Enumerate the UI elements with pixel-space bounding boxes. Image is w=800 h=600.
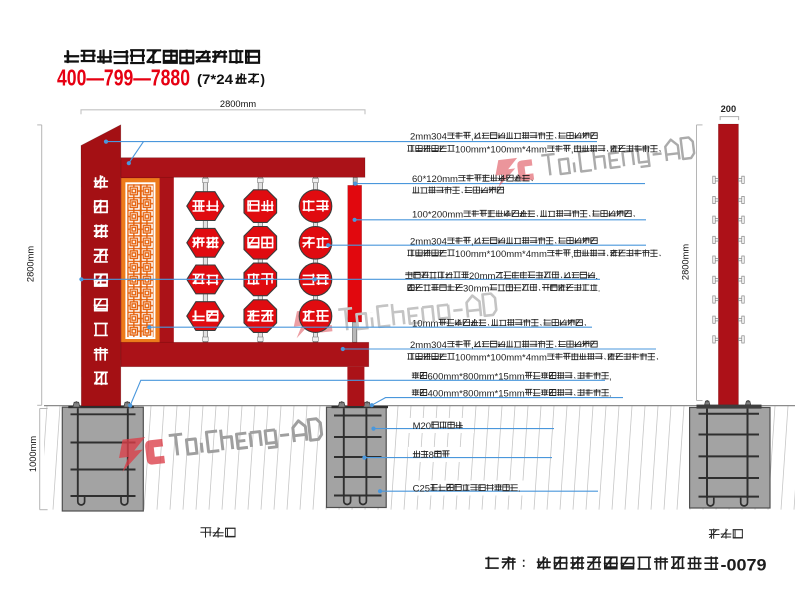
- svg-text:.: .: [598, 283, 601, 294]
- svg-text:100mm*100mm*4mm: 100mm*100mm*4mm: [455, 352, 547, 363]
- svg-text:,: ,: [571, 144, 574, 155]
- svg-text:10mm: 10mm: [412, 318, 438, 329]
- svg-text:C25: C25: [413, 483, 430, 494]
- svg-text:(7*24: (7*24: [197, 72, 234, 87]
- svg-text:-0079: -0079: [721, 556, 767, 575]
- svg-text:.: .: [595, 271, 598, 282]
- svg-text:.: .: [609, 388, 612, 399]
- svg-text:,: ,: [609, 371, 612, 382]
- svg-text:): ): [261, 72, 266, 87]
- svg-text:600mm*800mm*15mm: 600mm*800mm*15mm: [428, 371, 525, 382]
- svg-text:400mm*800mm*15mm: 400mm*800mm*15mm: [428, 388, 525, 399]
- svg-text:2800mm: 2800mm: [26, 246, 36, 282]
- svg-text:400—799—7880: 400—799—7880: [57, 65, 190, 91]
- svg-text:M20: M20: [413, 421, 431, 432]
- svg-text:,: ,: [471, 340, 474, 351]
- svg-text:,: ,: [571, 249, 574, 260]
- svg-text:60*120mm: 60*120mm: [412, 174, 458, 185]
- svg-text:2mm304: 2mm304: [410, 340, 447, 351]
- svg-text:2mm304: 2mm304: [410, 236, 447, 247]
- svg-text:1000mm: 1000mm: [28, 436, 38, 472]
- svg-text:8: 8: [429, 450, 434, 461]
- svg-text:2800mm: 2800mm: [681, 244, 691, 280]
- svg-text:20mm: 20mm: [469, 271, 495, 282]
- svg-text:2mm304: 2mm304: [410, 131, 447, 142]
- svg-text:100mm*100mm*4mm: 100mm*100mm*4mm: [455, 144, 547, 155]
- svg-text:2800mm: 2800mm: [220, 99, 256, 109]
- svg-text:30mm: 30mm: [463, 283, 489, 294]
- svg-text:200: 200: [721, 104, 737, 114]
- svg-text:.: .: [518, 483, 521, 494]
- svg-text:,: ,: [471, 131, 474, 142]
- svg-text:,: ,: [471, 236, 474, 247]
- svg-text:100mm*100mm*4mm: 100mm*100mm*4mm: [455, 249, 547, 260]
- svg-text:100*200mm: 100*200mm: [412, 209, 463, 220]
